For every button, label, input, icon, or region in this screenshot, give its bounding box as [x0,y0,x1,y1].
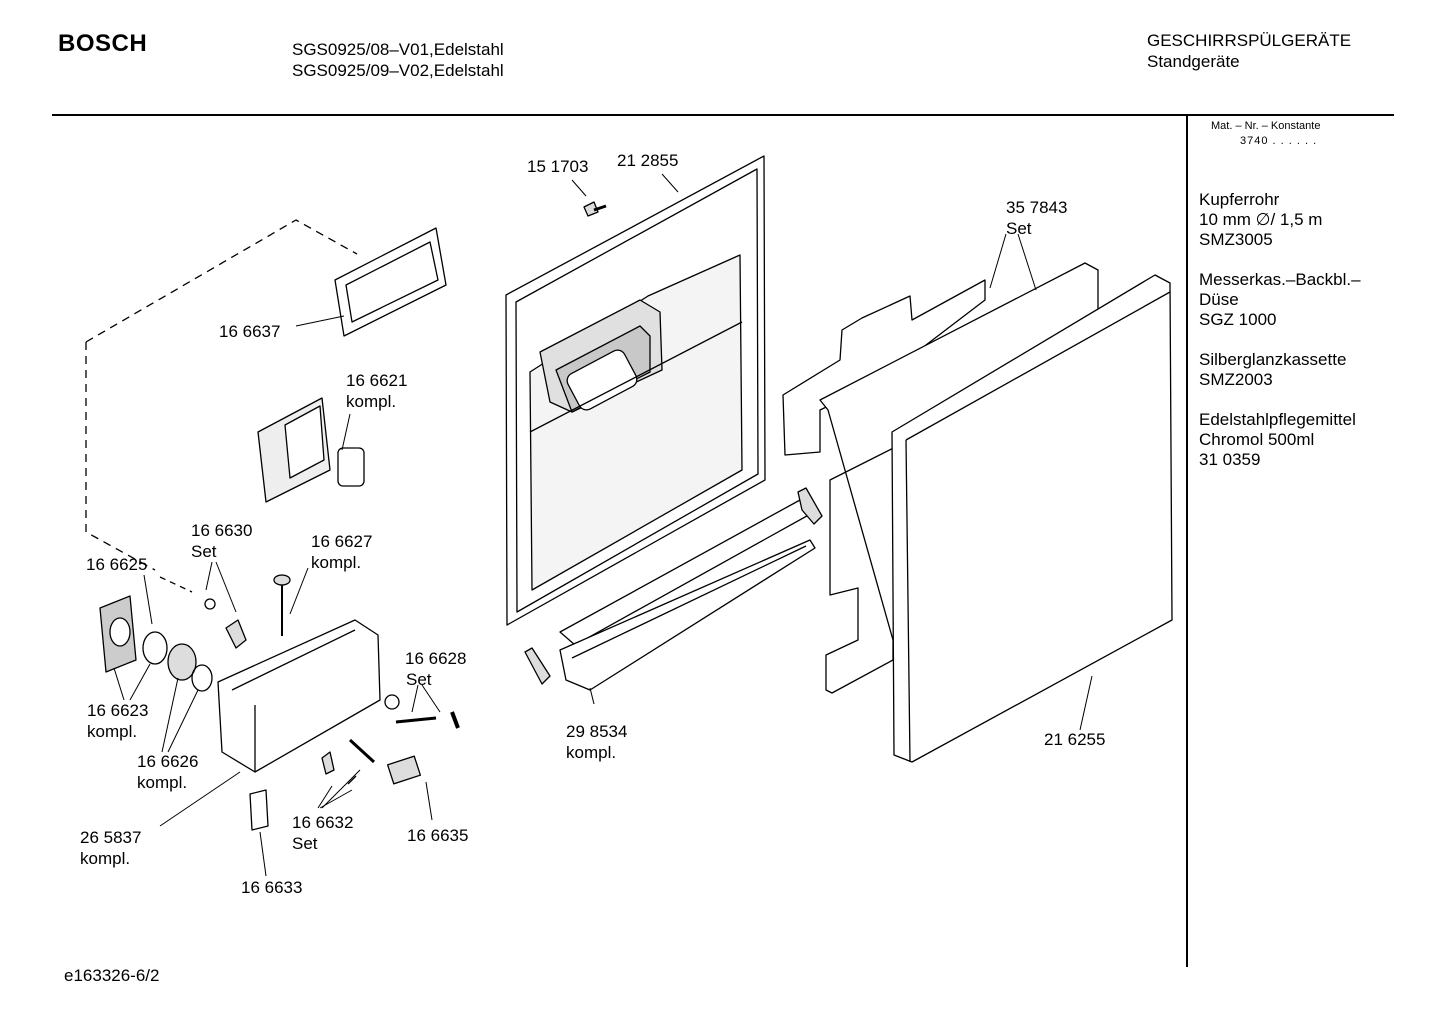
accessory-line: SMZ2003 [1199,370,1273,389]
accessory-line: Messerkas.–Backbl.– [1199,270,1361,289]
part-number: 16 6627 [311,532,373,551]
part-number: 16 6621 [346,371,408,390]
accessory-line: 10 mm ∅/ 1,5 m [1199,210,1323,229]
outer-door-panel [891,274,1173,763]
dispenser-lid [99,595,137,673]
category-title: GESCHIRRSPÜLGERÄTE [1147,31,1352,50]
part-number: 16 6633 [241,878,303,897]
accessory-line: Chromol 500ml [1199,430,1315,449]
model-line-2: SGS0925/09–V02,Edelstahl [292,61,504,80]
part-number: 16 6625 [86,555,148,574]
assembly-dashed-line [159,576,193,593]
part-label: 16 6623 kompl. [87,700,148,742]
part-number: 16 6623 [87,701,149,720]
part-number: 16 6632 [292,813,354,832]
part-note: kompl. [346,392,397,411]
part-note: Set [406,670,432,689]
actuator-parts [204,574,460,831]
accessory-item: Edelstahlpflegemittel Chromol 500ml 31 0… [1199,410,1356,470]
sidebar-divider [1186,115,1188,967]
part-note: Set [1006,219,1032,238]
part-number: 16 6628 [405,649,467,668]
part-note: Set [292,834,318,853]
subcategory-title: Standgeräte [1147,52,1240,71]
part-label: 16 6627 kompl. [311,531,372,573]
part-number: 21 2855 [617,151,679,170]
assembly-dashed-line [85,342,156,571]
part-number: 16 6635 [407,826,469,845]
brand-logo: BOSCH [58,30,148,57]
part-label: 21 2855 [617,150,678,171]
accessory-line: Silberglanzkassette [1199,350,1347,369]
part-number: 16 6637 [219,322,281,341]
part-number: 29 8534 [566,722,628,741]
mat-nr-value: 3740 . . . . . . [1240,135,1318,147]
part-note: Set [191,542,217,561]
screw-part [583,201,607,217]
accessory-line: SGZ 1000 [1199,310,1277,329]
part-label: 16 6633 [241,877,302,898]
accessory-line: 31 0359 [1199,450,1261,469]
header-divider [52,114,1394,116]
part-label: 21 6255 [1044,729,1105,750]
accessory-item: Silberglanzkassette SMZ2003 [1199,350,1346,390]
part-note: kompl. [137,773,188,792]
dispenser-housing [217,619,381,773]
inner-door-panel [505,155,766,626]
part-number: 16 6626 [137,752,199,771]
part-label: 16 6625 [86,554,147,575]
lid-ring [191,664,213,692]
accessory-item: Messerkas.–Backbl.– Düse SGZ 1000 [1199,270,1361,330]
accessory-line: Edelstahlpflegemittel [1199,410,1356,429]
accessory-item: Kupferrohr 10 mm ∅/ 1,5 m SMZ3005 [1199,190,1322,250]
part-number: 35 7843 [1006,198,1068,217]
part-number: 26 5837 [80,828,142,847]
dispenser-seal [334,227,447,337]
document-id: e163326-6/2 [64,966,160,985]
part-label: 15 1703 [527,156,588,177]
part-number: 16 6630 [191,521,253,540]
hinge-part [524,487,823,685]
assembly-dashed-line [85,219,358,343]
lid-bearing [167,643,197,681]
mat-nr-heading: Mat. – Nr. – Konstante [1211,120,1321,132]
part-label: 26 5837 kompl. [80,827,141,869]
callout-leaders [113,173,1093,877]
part-note: kompl. [566,743,617,762]
part-label: 16 6635 [407,825,468,846]
part-label: 16 6626 kompl. [137,751,198,793]
accessory-line: Düse [1199,290,1239,309]
model-line-1: SGS0925/08–V01,Edelstahl [292,40,504,59]
part-note: kompl. [87,722,138,741]
accessory-line: Kupferrohr [1199,190,1280,209]
dispenser-cover [257,397,365,503]
part-note: kompl. [311,553,362,572]
part-note: kompl. [80,849,131,868]
lid-gasket [142,631,168,665]
part-label: 16 6621 kompl. [346,370,407,412]
part-number: 15 1703 [527,157,589,176]
part-label: 29 8534 kompl. [566,721,627,763]
accessory-line: SMZ3005 [1199,230,1273,249]
part-label: 16 6637 [219,321,280,342]
part-number: 21 6255 [1044,730,1106,749]
